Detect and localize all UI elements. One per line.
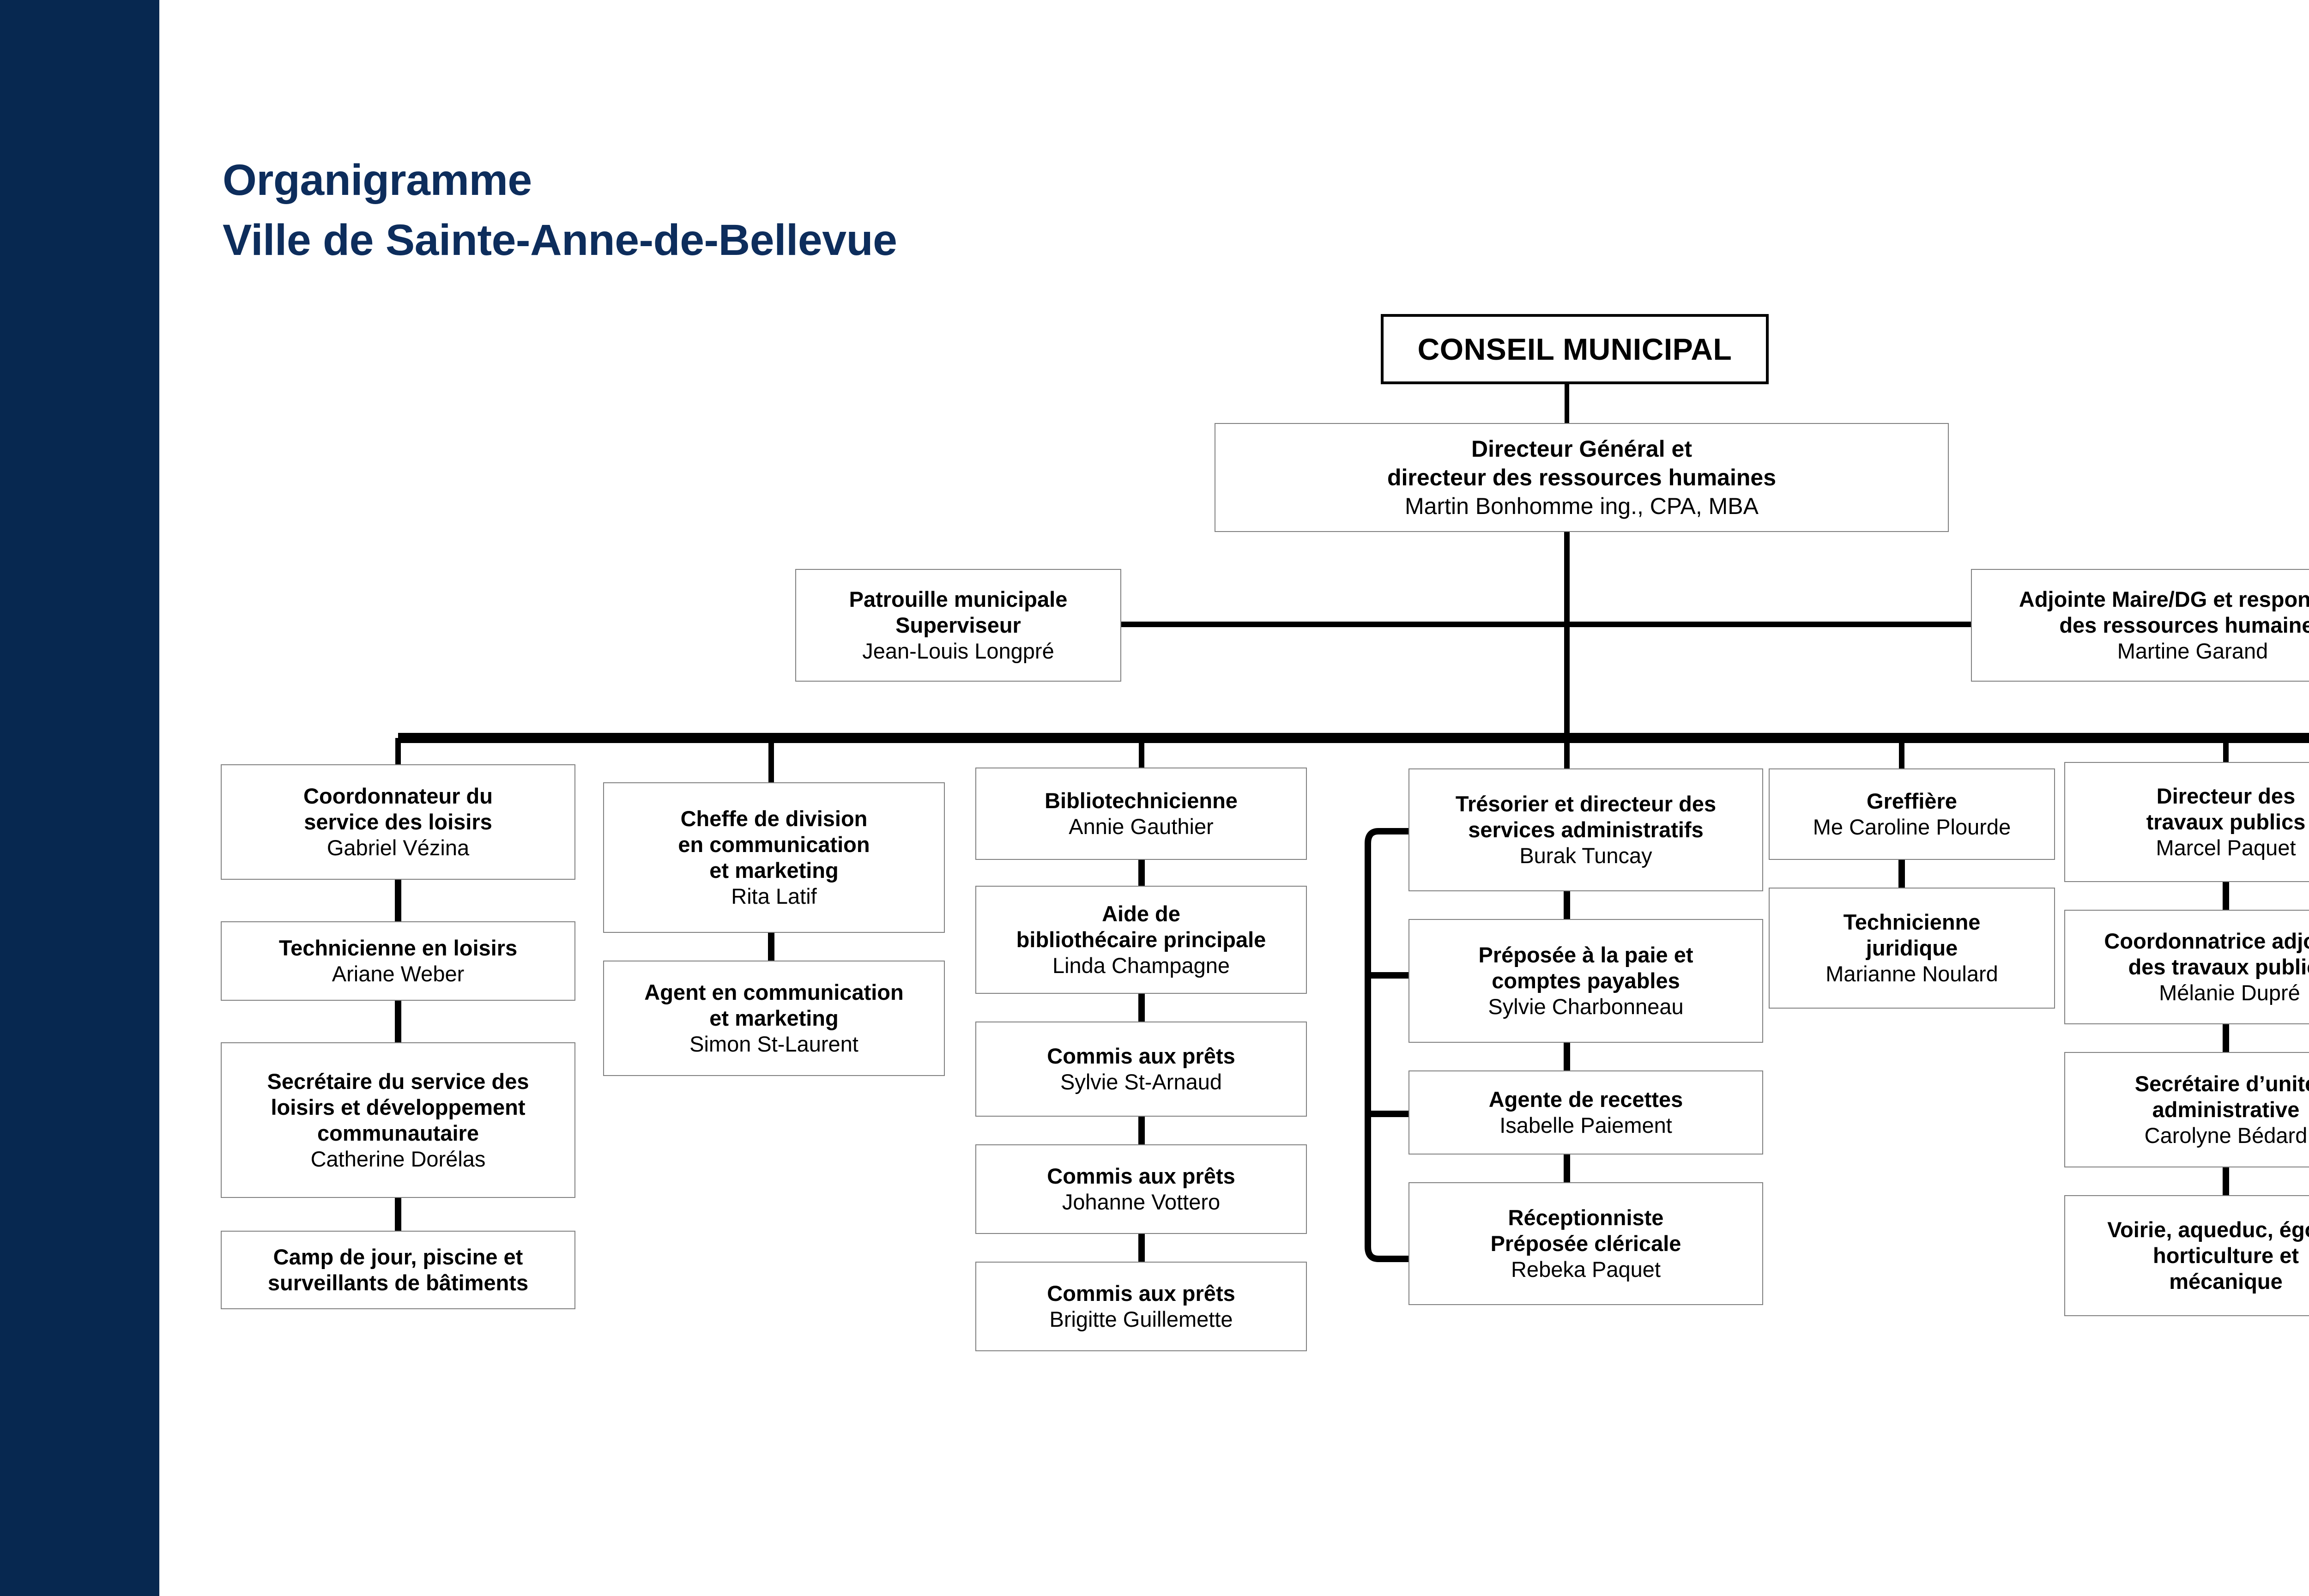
node-person: Jean-Louis Longpré	[862, 639, 1054, 663]
node-person: Martine Garand	[2117, 639, 2268, 663]
node-person: Sylvie Charbonneau	[1488, 994, 1684, 1019]
node-title-line-2: service des loisirs	[304, 810, 492, 834]
node-title-line-1: Agent en communication	[644, 980, 904, 1004]
node-cheffe-communication[interactable]: Cheffe de division en communication et m…	[603, 782, 945, 933]
node-title-line-1: Greffière	[1867, 789, 1957, 813]
node-title-line-1: Coordonnateur du	[303, 784, 493, 808]
node-receptionniste[interactable]: Réceptionniste Préposée cléricale Rebeka…	[1408, 1182, 1763, 1305]
node-title-line-1: Directeur des	[2156, 784, 2296, 808]
node-title-line-1: Secrétaire d’unité	[2134, 1071, 2309, 1096]
node-person: Gabriel Vézina	[326, 835, 470, 860]
node-title-line-2: des ressources humaines	[2059, 613, 2309, 637]
node-patrouille-municipale[interactable]: Patrouille municipale Superviseur Jean-L…	[795, 569, 1121, 682]
node-title-line-1: Technicienne	[1843, 910, 1981, 934]
node-person: Carolyne Bédard	[2144, 1123, 2308, 1148]
node-person: Rebeka Paquet	[1511, 1257, 1661, 1282]
node-person: Sylvie St-Arnaud	[1060, 1070, 1222, 1094]
node-title-line-1: Commis aux prêts	[1047, 1044, 1235, 1068]
node-title-line-2: Préposée cléricale	[1490, 1231, 1681, 1256]
node-person: Martin Bonhomme ing., CPA, MBA	[1404, 493, 1759, 519]
node-title-line-1: Commis aux prêts	[1047, 1164, 1235, 1188]
node-title-line-1: Adjointe Maire/DG et responsable	[2019, 587, 2309, 611]
node-title-line-3: mécanique	[2169, 1269, 2283, 1294]
node-title-line-1: Agente de recettes	[1488, 1087, 1683, 1112]
node-title-line-1: Commis aux prêts	[1047, 1281, 1235, 1306]
node-commis-prets-1[interactable]: Commis aux prêts Sylvie St-Arnaud	[975, 1022, 1307, 1117]
node-voirie-aqueduc[interactable]: Voirie, aqueduc, égout, horticulture et …	[2064, 1195, 2309, 1316]
node-title-line-2: travaux publics	[2146, 810, 2306, 834]
node-title-line-2: directeur des ressources humaines	[1387, 465, 1777, 490]
node-title-line-1: Voirie, aqueduc, égout,	[2107, 1217, 2309, 1242]
node-title-line-2: des travaux publics	[2128, 955, 2309, 979]
node-title-line-2: services administratifs	[1468, 817, 1704, 842]
node-agent-communication[interactable]: Agent en communication et marketing Simo…	[603, 961, 945, 1076]
node-title-line-2: surveillants de bâtiments	[267, 1270, 529, 1295]
node-title-line-2: loisirs et développement	[271, 1094, 526, 1119]
node-person: Me Caroline Plourde	[1813, 815, 2011, 839]
node-technicienne-loisirs[interactable]: Technicienne en loisirs Ariane Weber	[221, 921, 575, 1001]
node-title-line-2: Superviseur	[895, 613, 1021, 637]
node-aide-bibliothecaire[interactable]: Aide de bibliothécaire principale Linda …	[975, 886, 1307, 994]
page-title: Organigramme Ville de Sainte-Anne-de-Bel…	[223, 150, 897, 270]
node-person: Marcel Paquet	[2156, 835, 2296, 860]
node-title-line-1: Technicienne en loisirs	[278, 936, 518, 960]
title-line-2: Ville de Sainte-Anne-de-Bellevue	[223, 216, 897, 265]
title-line-1: Organigramme	[223, 156, 532, 205]
node-title-line-2: bibliothécaire principale	[1016, 927, 1266, 952]
node-conseil-municipal[interactable]: CONSEIL MUNICIPAL	[1381, 314, 1769, 384]
left-navy-rail	[0, 0, 159, 1596]
node-title-line-1: Patrouille municipale	[849, 587, 1068, 611]
node-person: Isabelle Paiement	[1499, 1113, 1672, 1137]
node-directeur-travaux-publics[interactable]: Directeur des travaux publics Marcel Paq…	[2064, 762, 2309, 882]
node-coordonnateur-loisirs[interactable]: Coordonnateur du service des loisirs Gab…	[221, 764, 575, 880]
node-greffiere[interactable]: Greffière Me Caroline Plourde	[1769, 768, 2055, 860]
node-title: CONSEIL MUNICIPAL	[1417, 332, 1732, 366]
node-title-line-2: horticulture et	[2153, 1243, 2299, 1268]
node-title-line-2: comptes payables	[1492, 968, 1680, 993]
node-coordonnatrice-travaux-publics[interactable]: Coordonnatrice adjointe des travaux publ…	[2064, 910, 2309, 1024]
node-person: Simon St-Laurent	[689, 1032, 858, 1056]
node-adjointe-maire-dg[interactable]: Adjointe Maire/DG et responsable des res…	[1971, 569, 2309, 682]
node-person: Linda Champagne	[1052, 953, 1230, 978]
node-title-line-1: Aide de	[1102, 901, 1180, 926]
node-title-line-2: en communication	[678, 832, 870, 857]
node-preposee-paie[interactable]: Préposée à la paie et comptes payables S…	[1408, 919, 1763, 1043]
node-title-line-2: et marketing	[709, 1006, 839, 1030]
node-title-line-2: juridique	[1866, 936, 1958, 960]
node-person: Johanne Vottero	[1062, 1190, 1221, 1214]
node-person: Annie Gauthier	[1069, 814, 1214, 839]
node-title-line-1: Camp de jour, piscine et	[273, 1245, 523, 1269]
node-commis-prets-3[interactable]: Commis aux prêts Brigitte Guillemette	[975, 1262, 1307, 1351]
node-technicienne-juridique[interactable]: Technicienne juridique Marianne Noulard	[1769, 888, 2055, 1009]
node-title-line-1: Directeur Général et	[1471, 436, 1692, 462]
node-directeur-general[interactable]: Directeur Général et directeur des resso…	[1215, 423, 1949, 532]
node-title-line-1: Secrétaire du service des	[267, 1069, 529, 1094]
node-title-line-1: Préposée à la paie et	[1478, 943, 1693, 967]
node-secretaire-unite-tp[interactable]: Secrétaire d’unité administrative Caroly…	[2064, 1052, 2309, 1167]
node-title-line-3: et marketing	[709, 858, 839, 883]
node-bibliotechnicienne[interactable]: Bibliotechnicienne Annie Gauthier	[975, 768, 1307, 860]
node-person: Rita Latif	[731, 884, 817, 908]
node-person: Ariane Weber	[332, 961, 465, 986]
node-person: Mélanie Dupré	[2159, 980, 2300, 1005]
node-person: Burak Tuncay	[1519, 843, 1652, 868]
node-title-line-1: Coordonnatrice adjointe	[2104, 929, 2309, 953]
node-person: Brigitte Guillemette	[1049, 1307, 1233, 1331]
node-agente-recettes[interactable]: Agente de recettes Isabelle Paiement	[1408, 1070, 1763, 1155]
node-commis-prets-2[interactable]: Commis aux prêts Johanne Vottero	[975, 1144, 1307, 1234]
node-title-line-2: administrative	[2152, 1097, 2300, 1122]
node-tresorier[interactable]: Trésorier et directeur des services admi…	[1408, 768, 1763, 891]
node-title-line-3: communautaire	[317, 1120, 479, 1145]
node-person: Marianne Noulard	[1825, 961, 1998, 986]
node-title-line-1: Bibliotechnicienne	[1045, 788, 1238, 813]
node-camp-de-jour[interactable]: Camp de jour, piscine et surveillants de…	[221, 1231, 575, 1309]
node-secretaire-loisirs[interactable]: Secrétaire du service des loisirs et dév…	[221, 1042, 575, 1198]
node-title-line-1: Cheffe de division	[680, 806, 868, 831]
node-title-line-1: Réceptionniste	[1508, 1205, 1664, 1230]
node-person: Catherine Dorélas	[310, 1146, 486, 1171]
node-title-line-1: Trésorier et directeur des	[1455, 792, 1717, 816]
